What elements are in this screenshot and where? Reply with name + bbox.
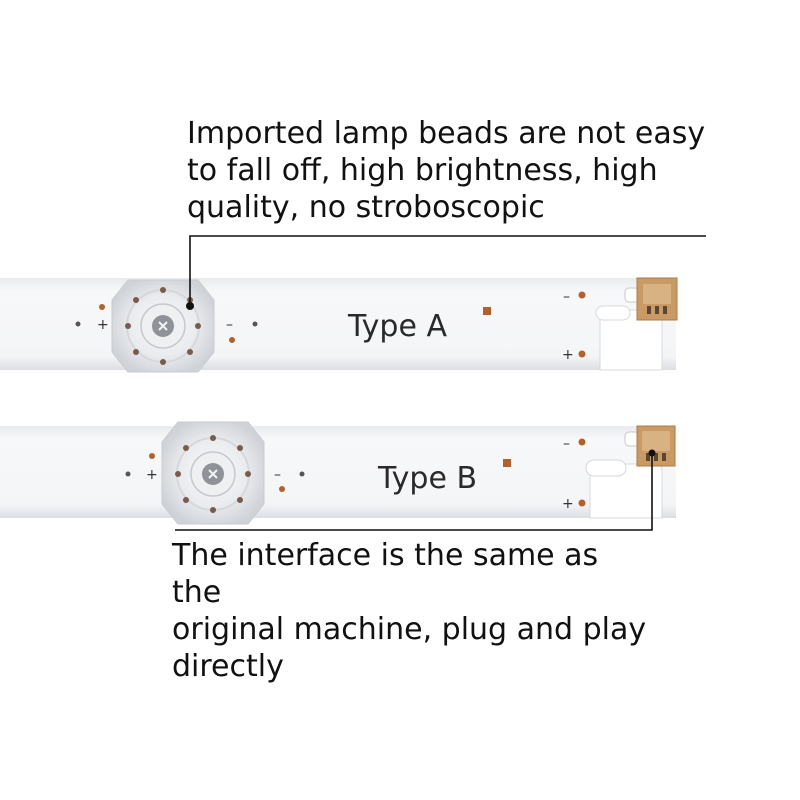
solder-pad: [483, 307, 491, 315]
test-point: [75, 321, 81, 327]
caption-interface: The interface is the same as the origina…: [172, 538, 647, 684]
pcb-board: [0, 426, 676, 518]
led-strip-type-a: + – Type A – +: [0, 270, 678, 380]
solder-pad: [578, 350, 586, 358]
led-strip-type-b: + – Type B – +: [0, 420, 678, 530]
minus-mark: –: [563, 289, 570, 305]
minus-mark: –: [274, 467, 281, 483]
test-point: [299, 471, 305, 477]
plus-mark: +: [562, 496, 574, 512]
type-b-label: Type B: [377, 461, 477, 496]
caption-lamp-beads: Imported lamp beads are not easy to fall…: [187, 116, 706, 225]
test-point: [252, 321, 258, 327]
type-a-label: Type A: [347, 309, 447, 344]
plus-mark: +: [562, 347, 574, 363]
minus-mark: –: [226, 317, 233, 333]
connector-b: [624, 425, 676, 467]
plus-mark: +: [97, 317, 109, 333]
led-lens: [161, 421, 265, 525]
solder-pad: [149, 453, 155, 459]
solder-pad: [279, 486, 285, 492]
led-lens: [111, 279, 215, 373]
solder-pad: [578, 438, 586, 446]
solder-pad: [229, 337, 235, 343]
led-strip-b-graphic: + – Type B – +: [0, 421, 676, 525]
minus-mark: –: [563, 436, 570, 452]
led-strip-a-graphic: + – Type A – +: [0, 277, 678, 373]
solder-pad: [578, 499, 586, 507]
solder-pad: [99, 304, 105, 310]
test-point: [125, 471, 131, 477]
solder-pad: [503, 459, 511, 467]
plus-mark: +: [146, 467, 158, 483]
solder-pad: [578, 291, 586, 299]
